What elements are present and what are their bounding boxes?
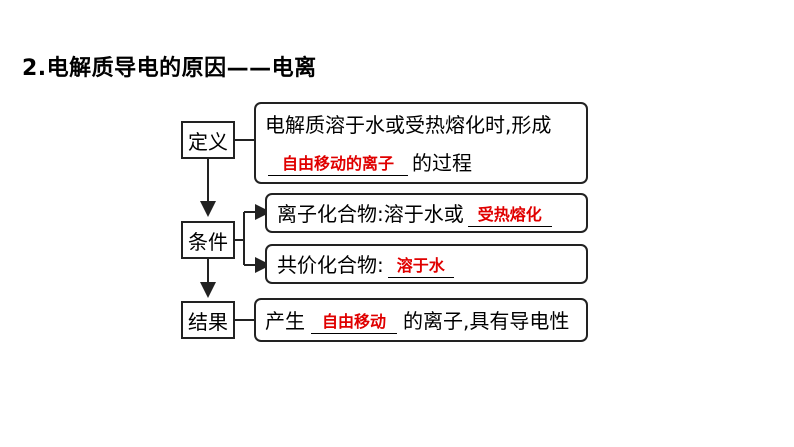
definition-answer-blank: 自由移动的离子	[268, 153, 408, 176]
result-answer-blank: 自由移动	[311, 311, 397, 334]
definition-label: 定义	[188, 129, 228, 154]
result-suffix: 的离子,具有导电性	[403, 309, 570, 333]
result-label-box: 结果	[181, 301, 235, 339]
ionic-condition-box: 离子化合物:溶于水或 受热熔化	[265, 193, 588, 233]
section-title: 2.电解质导电的原因——电离	[22, 56, 317, 81]
result-box: 产生 自由移动 的离子,具有导电性	[254, 298, 588, 342]
result-prefix: 产生	[265, 309, 305, 333]
ionic-answer-blank: 受热熔化	[467, 204, 552, 227]
definition-suffix: 的过程	[412, 151, 472, 175]
covalent-condition-line: 共价化合物: 溶于水	[277, 248, 458, 278]
result-label: 结果	[188, 309, 228, 334]
definition-box: 电解质溶于水或受热熔化时,形成 自由移动的离子 的过程	[254, 102, 588, 184]
ionic-condition-text: 离子化合物:溶于水或	[277, 202, 464, 226]
definition-label-box: 定义	[181, 121, 235, 159]
definition-line-1: 电解质溶于水或受热熔化时,形成	[265, 108, 551, 138]
definition-line-2: 自由移动的离子 的过程	[266, 146, 472, 176]
covalent-condition-text: 共价化合物:	[277, 253, 384, 277]
result-line: 产生 自由移动 的离子,具有导电性	[265, 304, 569, 334]
covalent-answer-blank: 溶于水	[387, 255, 454, 278]
conditions-label-box: 条件	[181, 221, 235, 259]
conditions-label: 条件	[188, 229, 228, 254]
ionic-condition-line: 离子化合物:溶于水或 受热熔化	[277, 197, 556, 227]
definition-text: 电解质溶于水或受热熔化时,形成	[265, 113, 552, 137]
covalent-condition-box: 共价化合物: 溶于水	[265, 244, 588, 284]
